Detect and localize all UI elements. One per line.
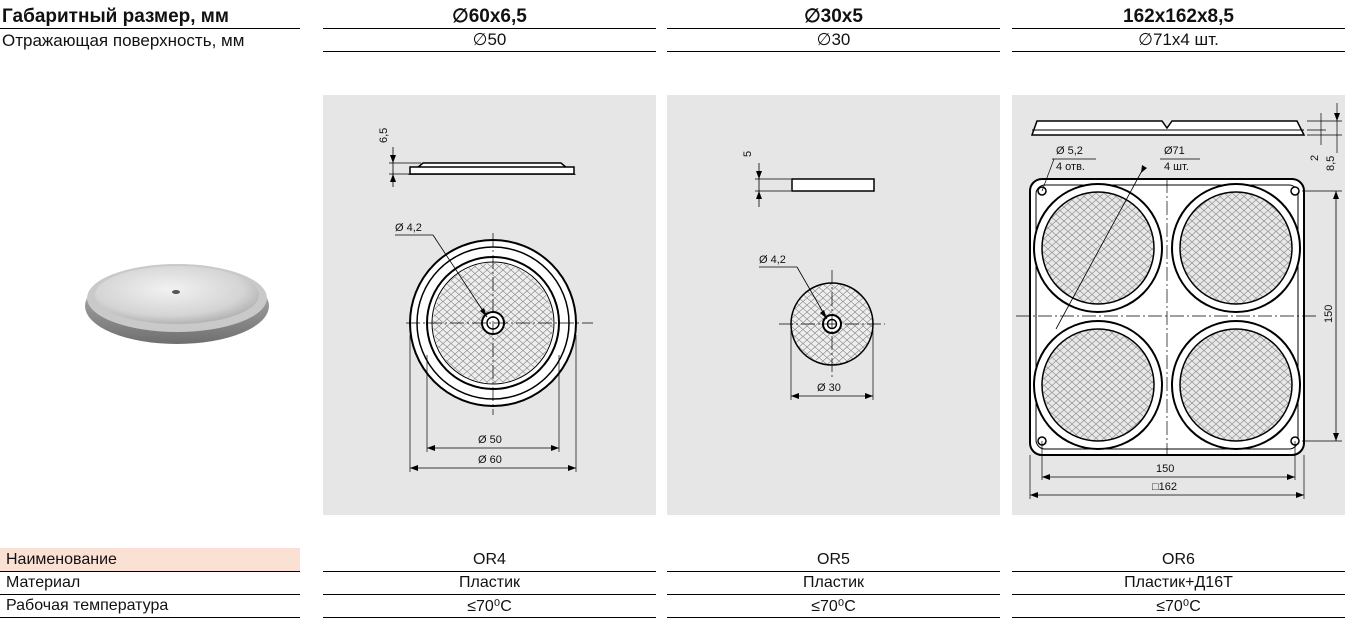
reflect-label: Отражающая поверхность, мм [2,30,245,50]
spec-material-or4: Пластик [323,572,656,595]
spec-material-or6: Пластик+Д16Т [1012,572,1345,595]
drawing-or5: 5 Ø 4,2 Ø 30 [667,95,1000,515]
or5-height-dim: 5 [742,151,754,157]
size-label: Габаритный размер, мм [0,5,300,29]
spec-temp-or4: ≤70⁰С [323,595,656,618]
or6-bottom-dim-162: □162 [1152,481,1177,493]
or6-thickness-dim: 2 [1309,155,1321,161]
size-or4: ∅60х6,5 [323,5,656,29]
or4-outer-dim: Ø 60 [478,454,502,466]
spec-material-or5: Пластик [667,572,1000,595]
or6-refl-dim: Ø71 [1164,145,1185,157]
spec-name-or5: OR5 [667,548,1000,572]
spec-label-material: Материал [0,572,300,595]
spec-temp-or6: ≤70⁰С [1012,595,1345,618]
spec-row-name: Наименование OR4 OR5 OR6 [0,548,1361,572]
or5-diam-dim: Ø 30 [817,382,841,394]
or6-hole-dim: Ø 5,2 [1056,145,1083,157]
spec-temp-or5: ≤70⁰С [667,595,1000,618]
or6-refl-count: 4 шт. [1164,161,1189,173]
or6-side-dim: 150 [1323,305,1335,323]
spec-label-name: Наименование [0,548,300,572]
or6-hole-count: 4 отв. [1056,161,1085,173]
or4-inner-dim: Ø 50 [478,434,502,446]
reflect-or4: ∅50 [323,29,656,52]
or6-bottom-dim-150: 150 [1156,463,1174,475]
drawing-or4: 6,5 Ø 4,2 Ø 50 [323,95,656,515]
size-row: Габаритный размер, мм ∅60х6,5 ∅30х5 162х… [0,5,1361,29]
or6-height-dim: 8,5 [1325,156,1337,171]
reflect-or5: ∅30 [667,29,1000,52]
or4-hole-dim: Ø 4,2 [395,222,422,234]
spec-name-or4: OR4 [323,548,656,572]
size-or6: 162х162х8,5 [1012,5,1345,29]
spec-row-material: Материал Пластик Пластик Пластик+Д16Т [0,572,1361,595]
size-or5: ∅30х5 [667,5,1000,29]
reflect-or6: ∅71х4 шт. [1012,29,1345,52]
spec-label-temp: Рабочая температура [0,595,300,618]
or4-height-dim: 6,5 [378,128,390,143]
spec-row-temp: Рабочая температура ≤70⁰С ≤70⁰С ≤70⁰С [0,595,1361,618]
or5-hole-dim: Ø 4,2 [759,254,786,266]
spec-name-or6: OR6 [1012,548,1345,572]
drawing-or6: 2 8,5 Ø 5,2 4 отв. Ø71 4 шт. [1012,95,1345,515]
product-photo [80,240,280,360]
reflect-row: Отражающая поверхность, мм ∅50 ∅30 ∅71х4… [0,29,1361,52]
